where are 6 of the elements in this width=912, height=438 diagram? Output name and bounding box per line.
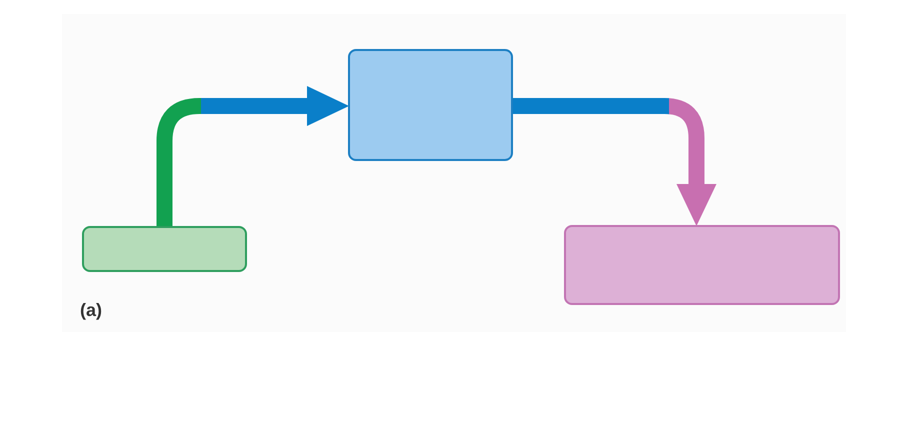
panel-label: (a) [80,299,102,322]
arrow [513,98,716,226]
arrow [156,86,349,226]
process-box [564,225,840,305]
process-box [82,226,247,272]
process-box [348,49,513,161]
